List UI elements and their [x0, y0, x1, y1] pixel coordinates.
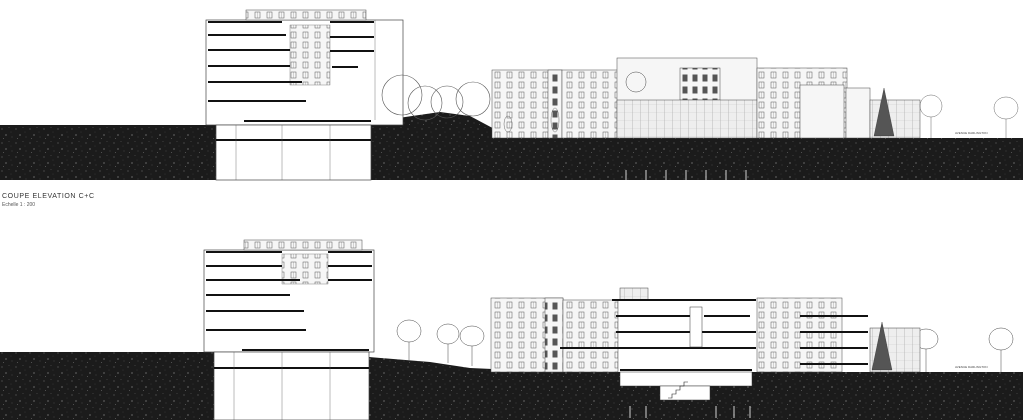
- floor-slabs-bottom: [206, 251, 372, 369]
- section-bottom: AVENUE DARLINGTON: [0, 239, 1023, 420]
- facade-section-bottom: [490, 287, 921, 401]
- street-label-bottom: AVENUE DARLINGTON: [955, 365, 988, 369]
- ground-right: [371, 112, 1023, 180]
- facade-elevation: [491, 57, 921, 139]
- main-building-section-bottom: [203, 239, 375, 420]
- staircase-icon: [668, 381, 688, 399]
- tree-icon: [396, 319, 1014, 372]
- ground-left-bottom: [0, 352, 214, 420]
- conifer-icon: [871, 321, 893, 371]
- main-building-section: [205, 9, 404, 181]
- ground-left: [0, 125, 216, 180]
- tree-icon: [503, 94, 1019, 138]
- drawing-scale: Echelle 1 : 200: [2, 202, 36, 208]
- section-top: AVENUE DARLINGTON: [0, 9, 1023, 181]
- drawing-title: COUPE ELEVATION C+C: [2, 193, 95, 200]
- street-label-top: AVENUE DARLINGTON: [955, 131, 988, 135]
- floor-slabs: [208, 21, 374, 141]
- conifer-icon: [873, 87, 895, 137]
- tree-outline-icon: [381, 74, 491, 121]
